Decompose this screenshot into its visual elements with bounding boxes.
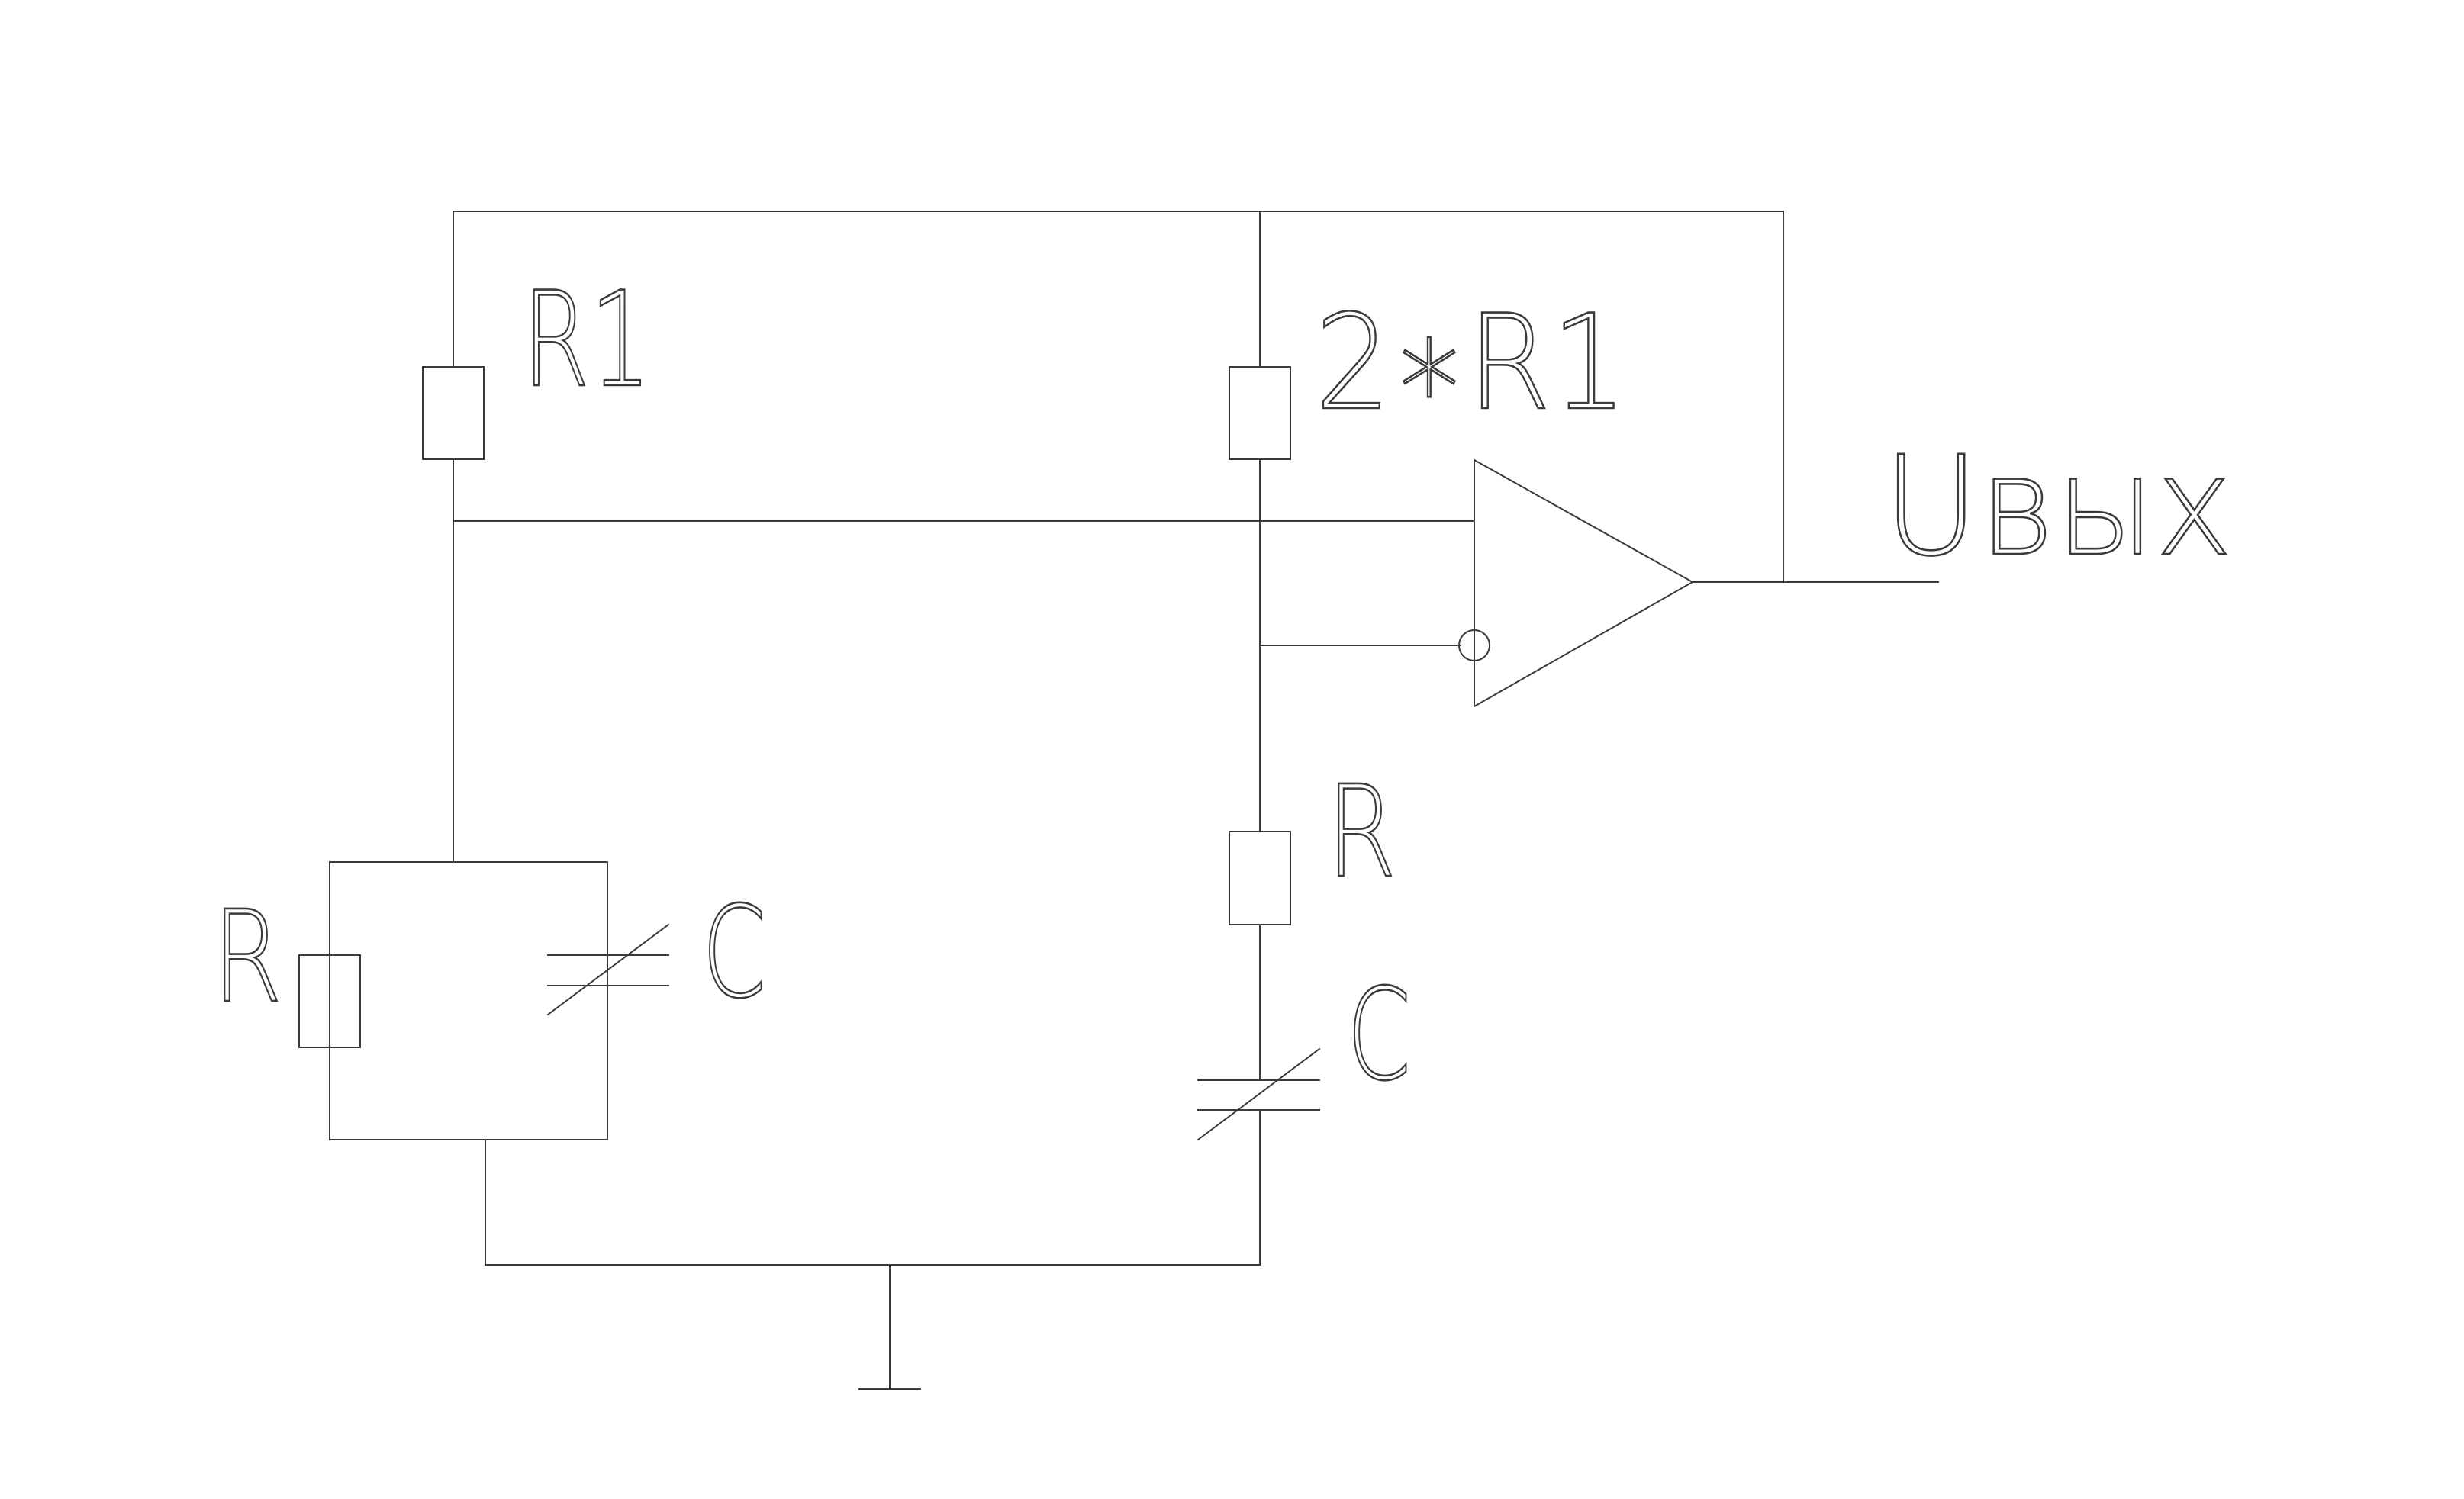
- label-r-parallel: R: [212, 884, 282, 1031]
- resistor-2r1: [1229, 366, 1291, 460]
- capacitor-c-series-variable-arrow: [1197, 1047, 1321, 1141]
- label-r-series: R: [1326, 759, 1396, 906]
- resistor-r1: [422, 366, 485, 460]
- resistor-r-series: [1229, 831, 1291, 925]
- inverting-input-bubble: [1458, 629, 1490, 661]
- label-c-parallel: C: [702, 880, 766, 1027]
- resistor-r-parallel: [298, 954, 361, 1048]
- label-output-voltage: Uвых: [1883, 427, 2233, 587]
- op-amp-triangle: [1474, 458, 1695, 708]
- top-feedback-wire: [453, 211, 1784, 583]
- label-2r1: 2∗R1: [1315, 286, 1628, 439]
- capacitor-c-parallel-variable-arrow: [546, 923, 670, 1016]
- label-r1: R1: [522, 263, 652, 417]
- label-c-series: C: [1347, 962, 1411, 1109]
